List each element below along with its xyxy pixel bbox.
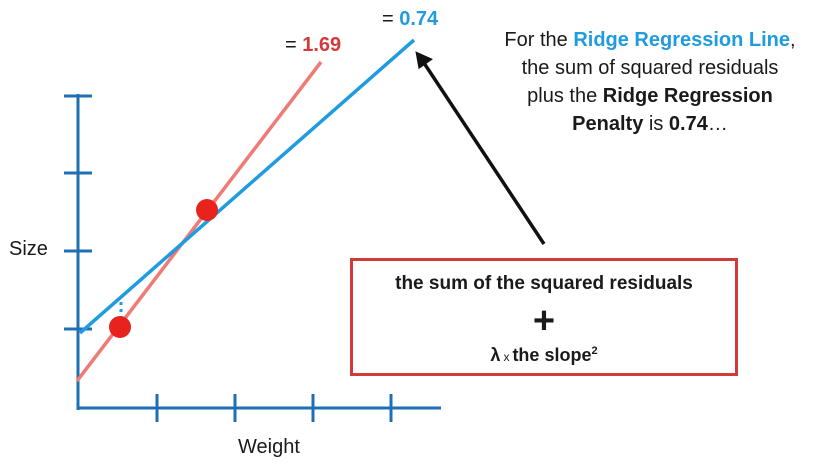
explanation-text: For the Ridge Regression Line, the sum o…: [468, 26, 832, 138]
explanation-line-2: the sum of squared residuals: [521, 57, 779, 79]
red-line-value: 1.69: [302, 34, 342, 56]
data-point: [196, 199, 218, 221]
lambda-symbol: λ: [490, 345, 501, 365]
explanation-text-4a: is: [643, 113, 669, 135]
plus-sign: +: [532, 300, 556, 342]
ridge-regression-bold: Ridge Regression: [602, 85, 773, 107]
blue-line-value: 0.74: [399, 8, 439, 30]
y-axis-label: Size: [9, 238, 48, 260]
explanation-ellipsis: …: [707, 113, 728, 135]
ridge-regression-line-highlight: Ridge Regression Line: [573, 29, 791, 51]
explanation-text-3a: plus the: [527, 85, 603, 107]
slope-exponent: 2: [591, 345, 598, 357]
arrow: [420, 59, 546, 245]
slope-text: the slope: [512, 345, 592, 365]
explanation-text-1b: ,: [790, 29, 796, 51]
times-symbol: x: [503, 350, 510, 364]
sum-squared-residuals-text: the sum of the squared residuals: [395, 273, 693, 294]
penalty-value: 0.74: [668, 113, 708, 135]
arrow-head: [415, 51, 433, 70]
red-line-label-prefix: =: [285, 34, 303, 56]
blue-line-label-prefix: =: [382, 8, 400, 30]
explanation-line-3: plus the Ridge Regression: [468, 82, 832, 110]
red-line-label: = 1.69: [285, 34, 341, 57]
explanation-line-1: For the Ridge Regression Line,: [468, 26, 832, 54]
blue-line-label: = 0.74: [382, 8, 438, 31]
data-point: [109, 316, 131, 338]
explanation-line-4: Penalty is 0.74…: [468, 110, 832, 138]
blue-ridge-regression-line: [78, 38, 416, 335]
x-axis-label: Weight: [238, 436, 300, 458]
explanation-text-1a: For the: [504, 29, 574, 51]
penalty-bold: Penalty: [572, 113, 644, 135]
